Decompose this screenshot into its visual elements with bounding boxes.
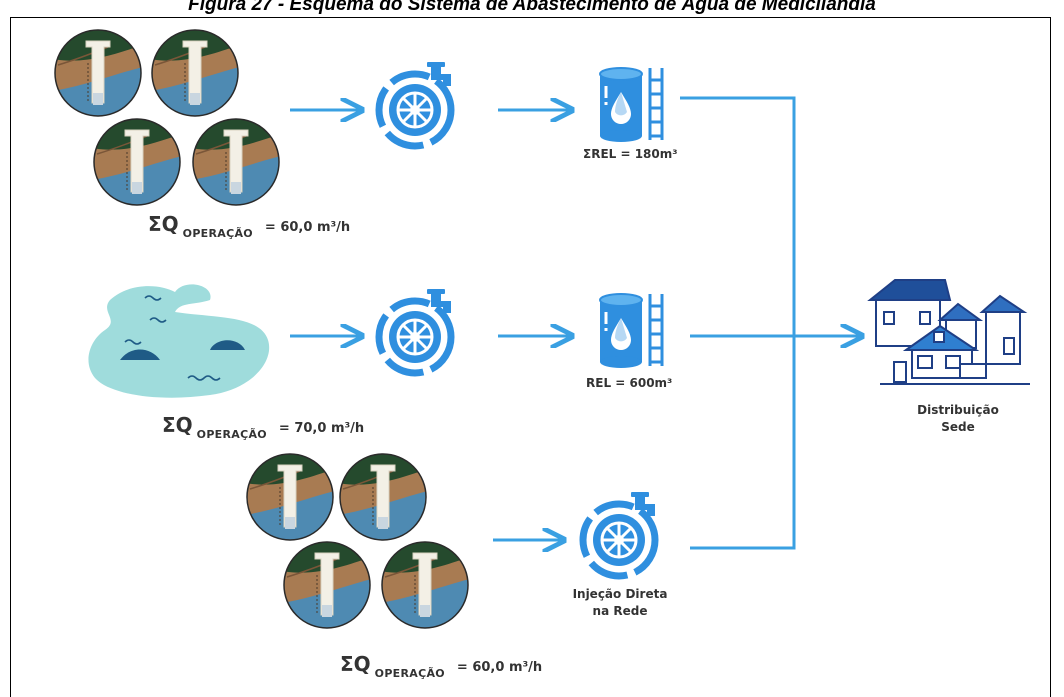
lake-icon <box>88 284 270 398</box>
reservoir-label-2: REL = 600m³ <box>586 376 673 390</box>
well-icon <box>53 28 143 118</box>
sum-symbol: ΣQ <box>162 413 193 437</box>
well-icon <box>150 28 240 118</box>
flow-arrows <box>290 96 862 548</box>
pump-icon <box>583 492 655 576</box>
sum-subscript: OPERAÇÃO <box>196 428 267 441</box>
well-icon <box>191 117 281 207</box>
sum-value: = 60,0 m³/h <box>456 660 543 675</box>
reservoir-icon <box>598 292 664 370</box>
figure-frame <box>10 17 1051 697</box>
well-icon <box>338 452 428 542</box>
sum-value: = 60,0 m³/h <box>264 220 351 235</box>
pump-label-line: na Rede <box>592 604 648 618</box>
reservoir-label-1: ΣREL = 180m³ <box>583 147 678 161</box>
pump-label-line: Injeção Direta <box>572 587 668 601</box>
pump-icon <box>379 289 451 373</box>
sum-subscript: OPERAÇÃO <box>374 667 445 680</box>
sum-subscript: OPERAÇÃO <box>182 227 253 240</box>
destination-label: Distribuição Sede <box>903 402 1013 436</box>
reservoir-icon <box>598 66 664 144</box>
well-icon <box>245 452 335 542</box>
destination-line: Sede <box>941 420 975 434</box>
sum-symbol: ΣQ <box>148 212 179 236</box>
houses-icon <box>867 279 1030 385</box>
figure-title: Figura 27 - Esquema do Sistema de Abaste… <box>188 0 876 15</box>
pump-label-3: Injeção Direta na Rede <box>560 586 680 620</box>
destination-line: Distribuição <box>917 403 999 417</box>
well-icon <box>282 540 372 630</box>
well-icon <box>380 540 470 630</box>
pump-icon <box>379 62 451 146</box>
well-icon <box>92 117 182 207</box>
sum-value: = 70,0 m³/h <box>278 421 365 436</box>
sum-symbol: ΣQ <box>340 652 371 676</box>
